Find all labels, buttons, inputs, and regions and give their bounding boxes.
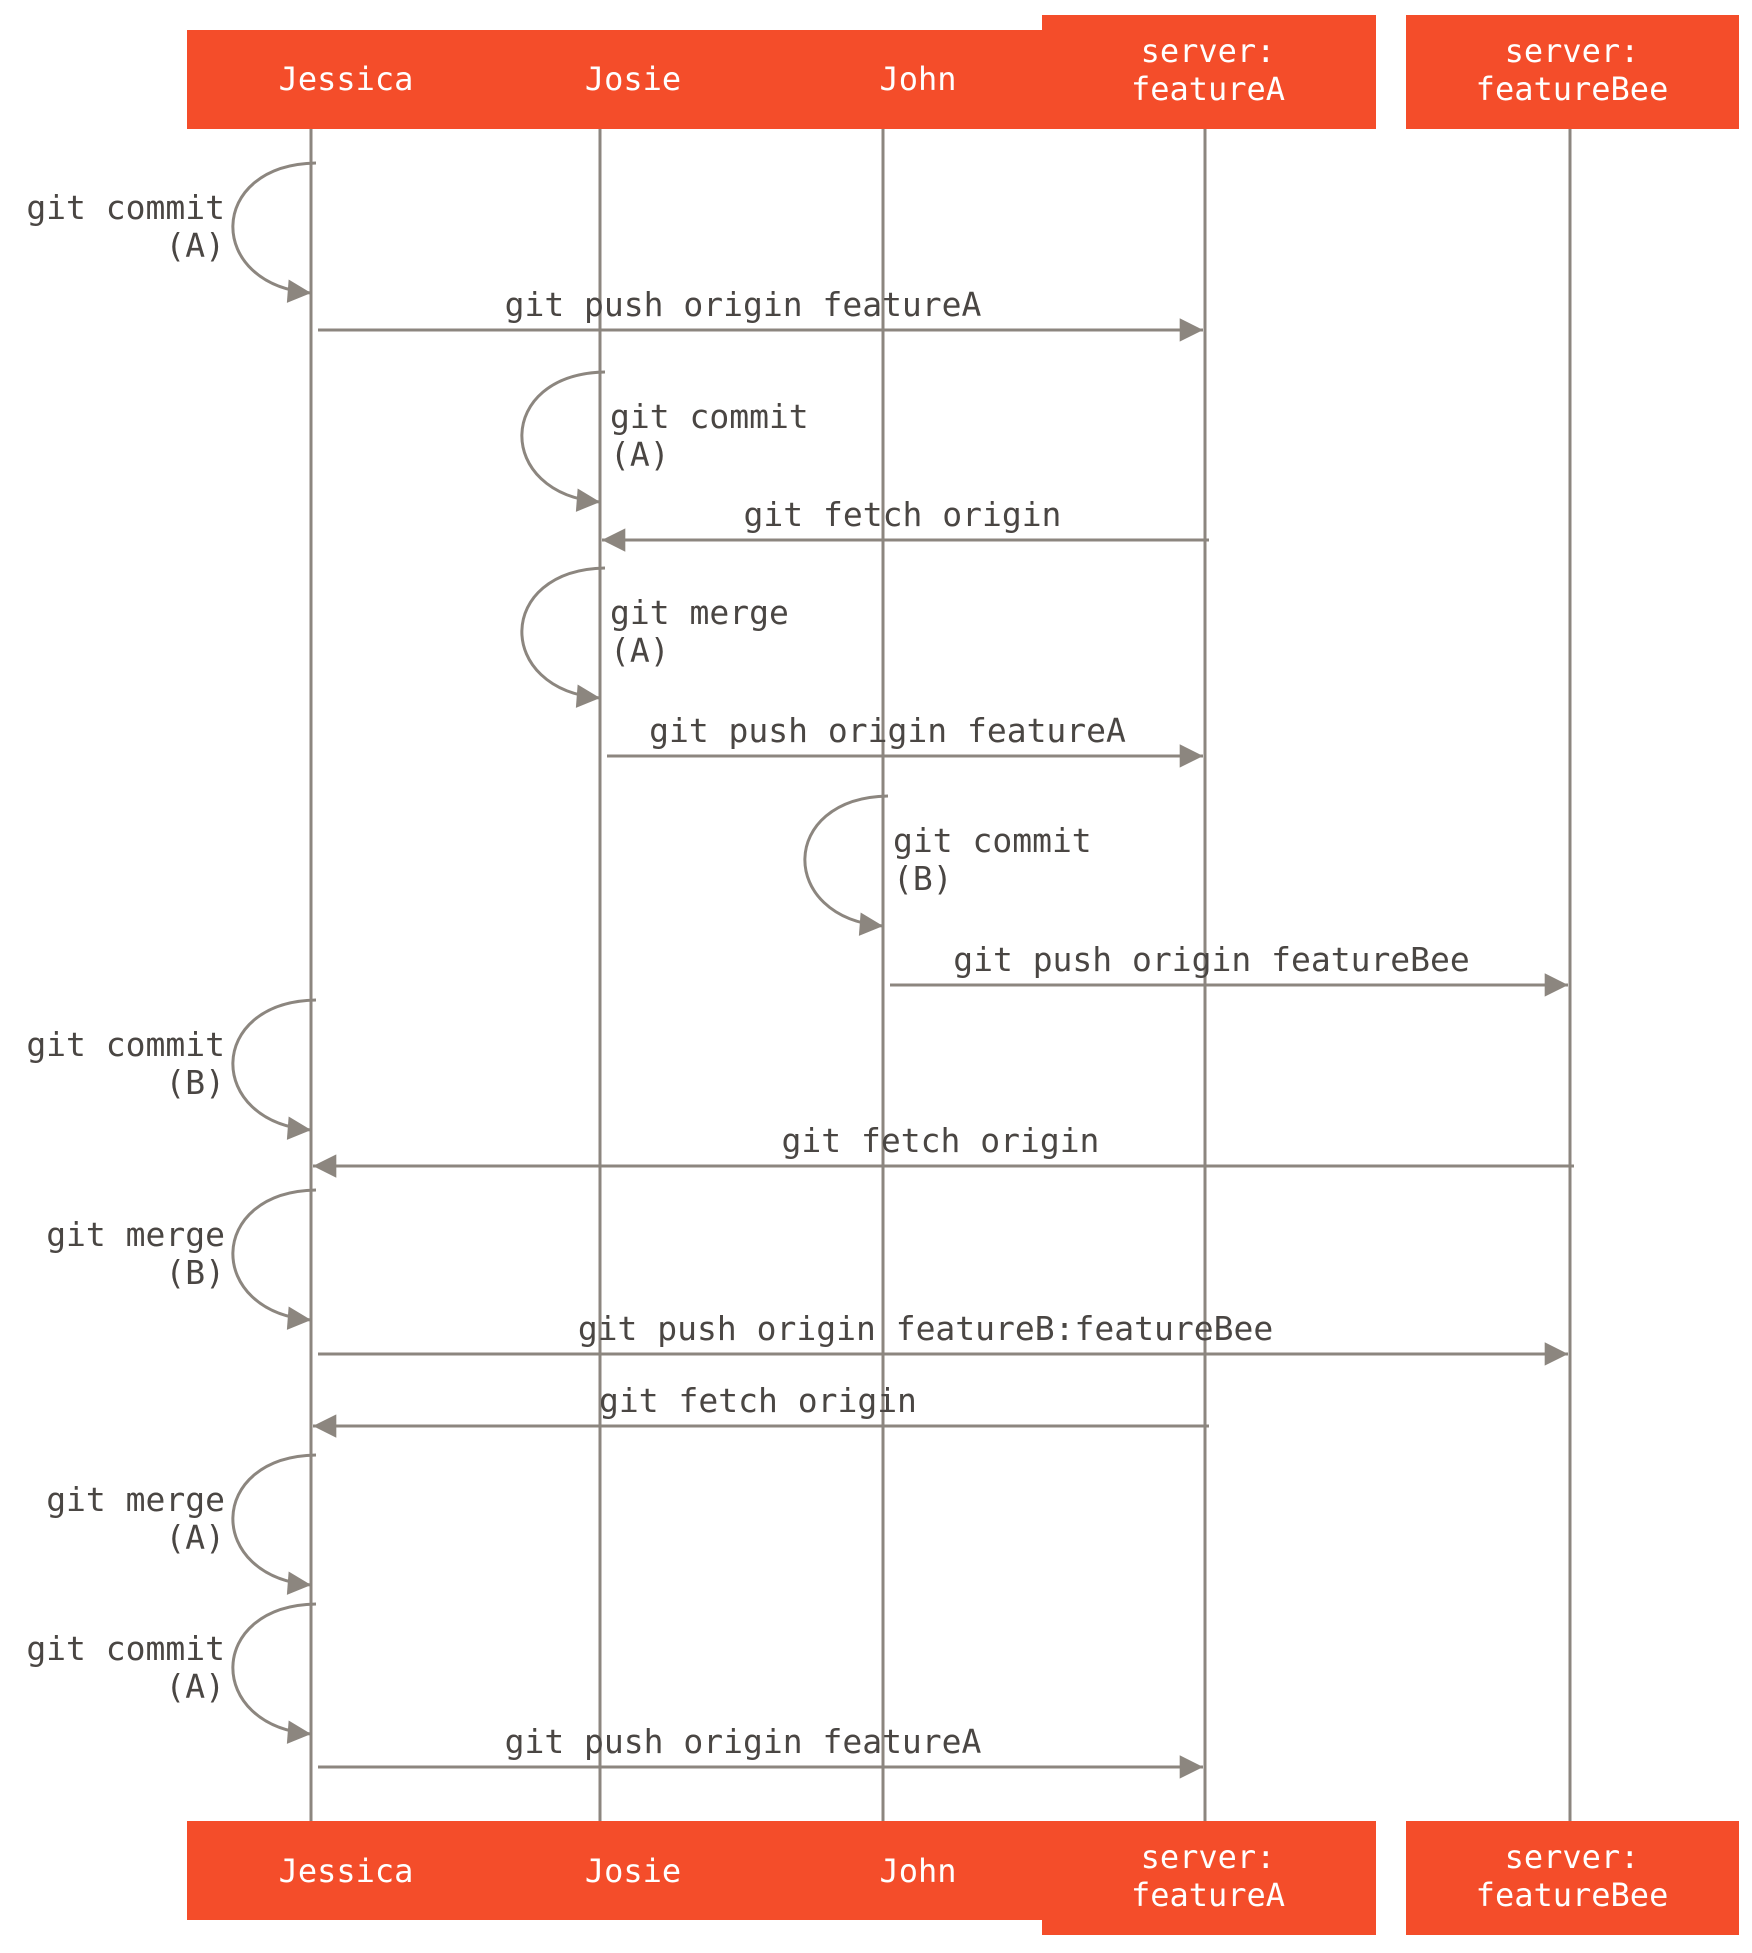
message-label: git push origin featureB:featureBee — [578, 1309, 1273, 1348]
message-arrow: git fetch origin — [312, 1381, 1209, 1438]
self-call: git commit(B) — [803, 794, 1092, 936]
self-call: git commit(A) — [26, 1602, 317, 1744]
self-call-label: git commit — [26, 1629, 225, 1668]
self-call-label: (A) — [610, 631, 670, 670]
message-label: git push origin featureA — [649, 711, 1126, 750]
self-call-label: git commit — [610, 397, 809, 436]
self-call-curve — [520, 370, 606, 512]
self-call-curve — [231, 1602, 317, 1744]
participant-label-server-featurebee-bottom: featureBee — [1476, 1876, 1669, 1914]
message-label: git fetch origin — [782, 1121, 1100, 1160]
self-call-curve — [231, 998, 317, 1140]
message-label: git push origin featureBee — [953, 940, 1470, 979]
participant-label-server-featurebee-top: server: — [1505, 32, 1640, 70]
message-label: git fetch origin — [744, 495, 1062, 534]
lifelines — [309, 128, 1572, 1822]
participant-label-john-top: John — [879, 60, 956, 98]
self-call: git merge(A) — [520, 566, 789, 708]
self-call: git merge(B) — [46, 1188, 317, 1330]
message-arrow: git fetch origin — [601, 495, 1209, 552]
message-arrow: git fetch origin — [312, 1121, 1574, 1178]
self-call-curve — [231, 1188, 317, 1330]
participant-label-server-featurea-top: featureA — [1131, 70, 1285, 108]
message-label: git push origin featureA — [505, 1722, 982, 1761]
participant-label-server-featurea-top: server: — [1141, 32, 1276, 70]
participant-label-server-featurea-bottom: server: — [1141, 1838, 1276, 1876]
self-call-curve — [803, 794, 889, 936]
participant-label-server-featurea-bottom: featureA — [1131, 1876, 1285, 1914]
self-call-label: (A) — [165, 1518, 225, 1557]
self-call-curve — [231, 161, 317, 303]
self-call-label: (B) — [165, 1063, 225, 1102]
self-call-curve — [231, 1453, 317, 1595]
self-call: git commit(A) — [520, 370, 809, 512]
self-call-label: git merge — [46, 1215, 225, 1254]
self-call-label: (B) — [165, 1253, 225, 1292]
self-call: git merge(A) — [46, 1453, 317, 1595]
message-arrow: git push origin featureA — [318, 1722, 1204, 1779]
self-call-label: git merge — [46, 1480, 225, 1519]
self-call-label: git commit — [26, 188, 225, 227]
participant-label-john-bottom: John — [879, 1852, 956, 1890]
message-label: git push origin featureA — [505, 285, 982, 324]
self-call-label: (A) — [165, 1667, 225, 1706]
message-label: git fetch origin — [599, 1381, 917, 1420]
participant-label-jessica-top: Jessica — [279, 60, 414, 98]
self-call-label: git commit — [893, 821, 1092, 860]
participant-label-josie-top: Josie — [585, 60, 681, 98]
participant-label-jessica-bottom: Jessica — [279, 1852, 414, 1890]
self-call-curve — [520, 566, 606, 708]
message-arrow: git push origin featureB:featureBee — [318, 1309, 1569, 1366]
self-call-label: (A) — [165, 226, 225, 265]
participant-label-server-featurebee-bottom: server: — [1505, 1838, 1640, 1876]
participant-label-josie-bottom: Josie — [585, 1852, 681, 1890]
self-call-label: (B) — [893, 859, 953, 898]
self-call: git commit(A) — [26, 161, 317, 303]
self-call: git commit(B) — [26, 998, 317, 1140]
message-arrow: git push origin featureA — [607, 711, 1204, 768]
participant-label-server-featurebee-top: featureBee — [1476, 70, 1669, 108]
self-call-label: git commit — [26, 1025, 225, 1064]
self-call-label: git merge — [610, 593, 789, 632]
self-call-label: (A) — [610, 435, 670, 474]
events: git commit(A)git push origin featureAgit… — [26, 161, 1574, 1779]
message-arrow: git push origin featureBee — [890, 940, 1569, 997]
message-arrow: git push origin featureA — [318, 285, 1204, 342]
